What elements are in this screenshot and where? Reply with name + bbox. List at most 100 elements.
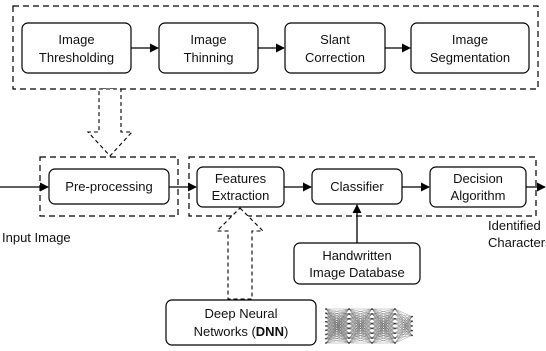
nn-connection [348,337,373,344]
nn-node [325,337,327,340]
nn-connection [325,323,350,339]
nn-node [325,316,327,319]
handwritten-database-line1: Handwritten [322,248,391,263]
nn-connection [325,330,350,339]
nn-node [348,308,350,310]
classifier-label: Classifier [330,179,384,194]
nn-connection [325,308,350,327]
nn-connection [325,318,350,327]
nn-node [348,317,350,320]
nn-connection [325,313,350,335]
nn-connection [325,333,350,339]
nn-connection [394,335,413,344]
nn-node [348,332,350,335]
nn-connection [371,333,396,344]
nn-connection [348,318,373,344]
nn-connection [325,321,350,339]
nn-node [371,317,373,320]
nn-connection [325,308,350,319]
nn-connection [394,316,413,319]
nn-node [394,342,396,344]
nn-node [348,312,350,315]
nn-connection [325,313,350,334]
nn-connection [325,330,350,334]
nn-node [325,333,327,336]
nn-node [394,308,396,310]
nn-connection [348,308,373,319]
decision-algorithm-line1: Decision [453,171,503,186]
nn-connection [325,308,350,339]
classifier-box: Classifier [311,168,403,205]
nn-connection [325,308,350,322]
nn-connection [325,321,350,344]
nn-node [371,322,373,325]
nn-connection [348,308,373,329]
nn-connection [371,318,396,344]
nn-connection [348,313,373,344]
identified-characters-line2: Characters [488,235,546,250]
nn-connection [394,330,413,344]
nn-connection [394,321,413,344]
nn-connection [325,317,350,339]
nn-connection [371,313,396,344]
nn-node [325,325,327,327]
nn-node [325,342,327,344]
nn-connection [348,308,373,324]
nn-node [371,342,373,344]
nn-connection [325,313,350,322]
nn-connection [325,321,350,334]
identified-characters-line1: Identified [488,218,541,233]
nn-node [394,322,396,325]
nn-connection [325,334,350,339]
step-slant-correction-line1: Slant [320,32,350,47]
nn-node [411,329,413,332]
nn-connection [325,313,350,339]
nn-connection [325,308,350,331]
nn-connection [325,318,350,339]
nn-connection [348,308,373,315]
nn-connection [325,308,350,314]
nn-connection [325,317,350,334]
nn-connection [325,313,350,329]
nn-connection [325,328,350,335]
nn-node [325,329,327,332]
nn-node [394,317,396,320]
nn-connection [394,316,413,329]
step-image-thinning: Image Thinning [158,22,259,74]
nn-node [371,312,373,315]
handwritten-database-line2: Image Database [309,265,404,280]
preprocessing-label: Pre-processing [65,179,152,194]
nn-connection [394,316,413,339]
nn-connection [371,323,396,344]
nn-node [394,332,396,335]
nn-connection [325,313,350,327]
nn-connection [325,328,350,331]
neural-network-thumbnail [325,308,413,344]
nn-node [411,334,413,337]
step-image-thresholding: Image Thresholding [21,22,132,74]
nn-connection [371,308,396,319]
nn-connection [325,321,350,329]
nn-connection [325,337,350,339]
nn-connection [325,308,350,335]
nn-connection [325,321,350,324]
nn-node [371,308,373,310]
nn-connection [325,318,350,335]
nn-connection [348,308,373,339]
nn-connection [394,325,413,344]
nn-node [371,332,373,335]
features-extraction-line2: Extraction [212,188,270,203]
step-image-segmentation-line2: Segmentation [430,50,510,65]
nn-connection [371,308,396,329]
decision-algorithm-line2: Algorithm [451,188,506,203]
nn-node [348,337,350,340]
dnn-line2-suffix: ) [284,324,288,339]
handwritten-database-box: Handwritten Image Database [293,242,421,285]
nn-connection [325,323,350,327]
dnn-expansion-arrow-up [215,207,265,300]
nn-connection [348,308,373,344]
nn-connection [325,308,350,324]
nn-node [371,327,373,330]
nn-connection [394,316,413,344]
dnn-box: Deep Neural Networks (DNN) [165,299,317,346]
